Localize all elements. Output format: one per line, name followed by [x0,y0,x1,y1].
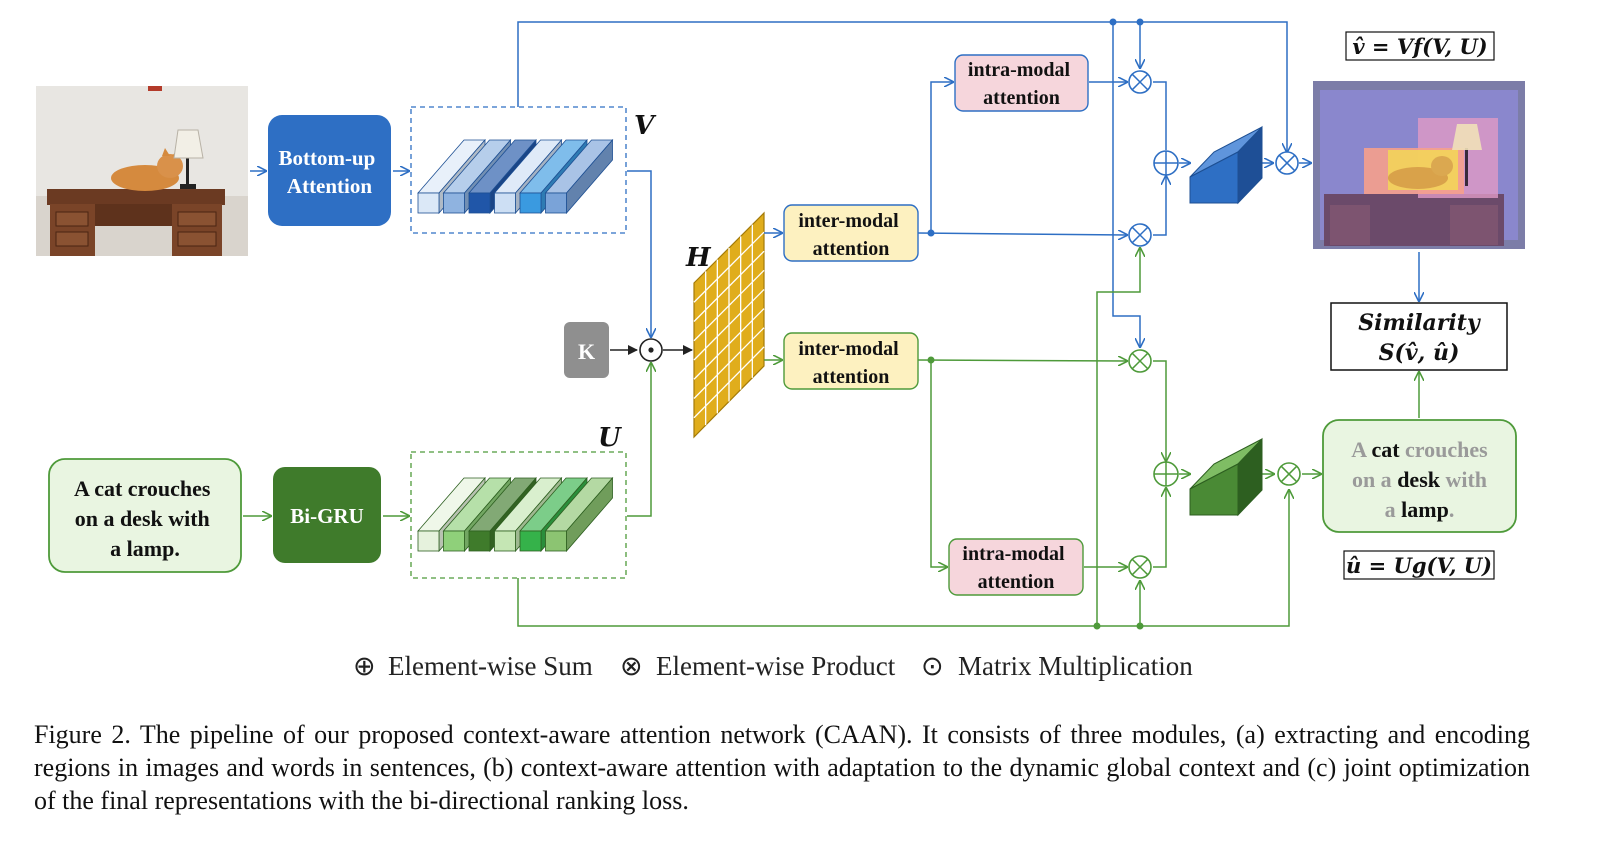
sentence-output-word: . [1449,497,1455,522]
sentence-output-word: lamp [1401,497,1449,522]
sentence-output-word: a [1385,497,1402,522]
intra-modal-attention-bottom-box [948,538,1084,596]
legend-product-symbol: ⊗ [620,651,643,682]
feature-bar-front [443,530,465,552]
matmul-operator [639,338,663,362]
feature-bar-front [494,530,516,552]
k-label: K [578,339,595,364]
bottom-up-attention-label: Bottom-up Attention [278,146,380,198]
v-hat-formula: v̂ = Vf(V, U) [1352,34,1487,59]
feature-bar-front [468,530,491,552]
h-grid-line [693,346,765,419]
legend-matmul-label: Matrix Multiplication [958,651,1193,681]
v-feature-bars [417,138,614,215]
feature-bar-front [519,192,542,214]
intra-modal-attention-bottom-label: intra-modal attention [962,543,1069,593]
feature-bar-front [545,530,567,552]
u-to-matmul-line [627,363,651,517]
h-grid-line [693,289,765,361]
similarity-formula: S(v̂, û) [1379,340,1460,366]
h-grid-line [693,250,765,322]
u-feature-bars [417,476,614,553]
operator-stroke [1280,465,1298,483]
similarity-label: Similarity [1358,310,1482,336]
h-label: H [685,243,712,273]
intra-modal-attention-top-label: intra-modal attention [968,59,1075,109]
bigru-label: Bi-GRU [290,504,364,528]
h-context-grid [693,211,765,439]
feature-bar-front [417,530,440,552]
feature-bar-front [545,192,567,214]
h-grid-line [693,327,765,399]
bottom-up-attention-box [268,115,391,226]
operator-stroke [1131,352,1149,370]
feature-bar-front [519,530,542,552]
legend-matmul-symbol: ⊙ [921,651,944,682]
green-connections [517,248,1419,627]
feature-bar-front [494,192,516,214]
operator-stroke [1278,154,1296,172]
v-to-matmul-line [627,170,651,337]
sentence-output-word: A [1351,437,1371,462]
v-hat-formula-box [1345,31,1495,61]
operator-stroke [1131,226,1149,244]
feature-bar-front [443,192,465,214]
similarity-box [1330,302,1508,371]
h-grid-line [693,269,765,342]
v-label: V [634,111,657,141]
fused-image-vector [1189,125,1263,205]
legend-product-label: Element-wise Product [656,651,896,681]
legend-sum-symbol: ⊕ [353,651,376,682]
operator-symbols [1128,70,1301,579]
operator-stroke [1131,558,1149,576]
green-junction-dots [927,356,1144,630]
inter-modal-attention-bottom-label: inter-modal attention [798,338,903,388]
u-label: U [598,423,622,453]
operator-stroke [1131,73,1149,91]
sentence-output-word: with [1440,467,1487,492]
blue-connections [517,21,1419,347]
caan-pipeline-diagram: Bottom-up Attention V A cat crouches on … [36,18,1525,682]
figure-caption: Figure 2. The pipeline of our proposed c… [34,720,1530,815]
sentence-input-box [48,458,242,573]
h-grid-line [693,308,765,380]
h-grid-line [693,231,765,303]
inter-modal-attention-top-label: inter-modal attention [798,210,903,260]
k-box [564,322,609,378]
sentence-output-box [1322,419,1517,533]
attended-output-image [1313,81,1525,249]
sentence-output-word: crouches [1400,437,1489,462]
inter-modal-attention-bottom-box [783,332,919,390]
u-hat-formula: û = Ug(V, U) [1346,553,1492,578]
sentence-input-text: A cat crouches on a desk with a lamp. [74,476,216,561]
bigru-box [273,467,381,563]
legend: ⊕ Element-wise Sum ⊗ Element-wise Produc… [353,651,1193,682]
sentence-output-word: on a [1352,467,1397,492]
legend-sum-label: Element-wise Sum [388,651,593,681]
u-hat-formula-box [1343,550,1495,580]
sentence-output-word: cat [1371,437,1400,462]
feature-bar-front [468,192,491,214]
blue-junction-dots [927,18,1144,237]
sentence-output-word: desk [1397,467,1441,492]
input-photo [36,86,248,256]
intra-modal-attention-top-box [954,54,1089,112]
feature-bar-front [417,192,440,214]
fused-text-vector [1189,437,1263,517]
